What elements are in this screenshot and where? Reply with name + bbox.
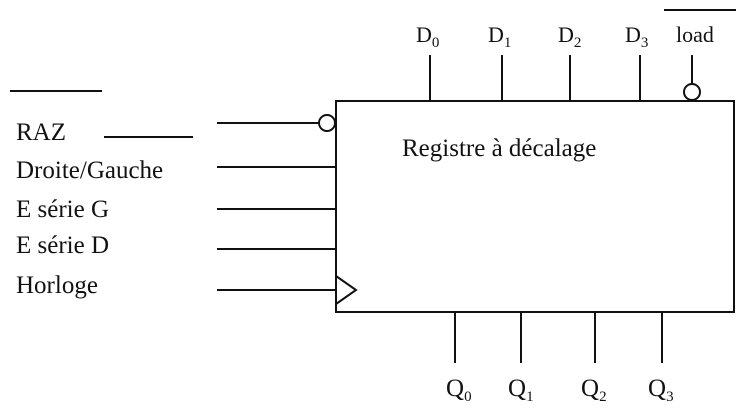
register-block <box>335 100 735 313</box>
input-label-horloge: Horloge <box>16 272 98 299</box>
clock-triangle <box>335 275 358 305</box>
load-label: load <box>676 22 714 47</box>
data-input-label-d2: D2 <box>558 22 581 51</box>
input-label-e-serie-d: E série D <box>16 232 109 259</box>
raz-inversion-bubble <box>318 114 336 132</box>
output-label-q0: Q0 <box>446 375 472 405</box>
register-title: Registre à décalage <box>402 135 596 162</box>
output-label-q2: Q2 <box>581 375 607 405</box>
data-input-label-d3: D3 <box>625 22 648 51</box>
load-inversion-bubble <box>683 83 701 101</box>
input-label-e-serie-g: E série G <box>16 196 109 223</box>
output-label-q3: Q3 <box>648 375 674 405</box>
data-input-label-d1: D1 <box>488 22 511 51</box>
input-label-raz: RAZ <box>16 119 66 146</box>
output-label-q1: Q1 <box>508 375 534 405</box>
data-input-label-d0: D0 <box>416 22 439 51</box>
input-label-droite-gauche: Droite/Gauche <box>16 157 163 184</box>
